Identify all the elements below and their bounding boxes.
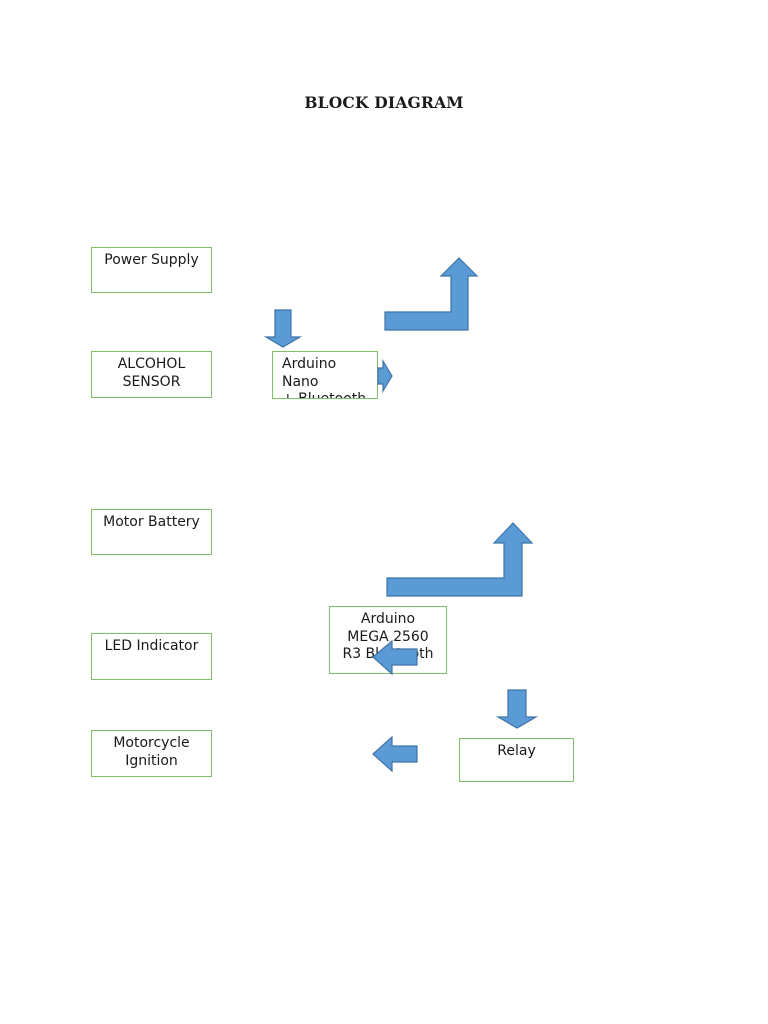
led-indicator-block: LED Indicator: [91, 633, 212, 680]
bent-up-arrow-top: [384, 257, 479, 331]
relay-block: Relay: [459, 738, 574, 782]
led-indicator-label: LED Indicator: [104, 638, 199, 654]
down-arrow-to-relay: [495, 689, 539, 729]
arduino-mega-label: Arduino MEGA 2560 R3 Bluetooth: [342, 611, 434, 662]
relay-label: Relay: [497, 743, 536, 759]
motorcycle-ignition-label: Motorcycle Ignition: [113, 735, 190, 769]
arduino-nano-block: Arduino Nano + Bluetooth: [272, 351, 378, 399]
arduino-mega-block: Arduino MEGA 2560 R3 Bluetooth: [329, 606, 447, 674]
motor-battery-block: Motor Battery: [91, 509, 212, 555]
motor-battery-label: Motor Battery: [103, 514, 200, 530]
right-arrow-nano-out: [377, 358, 393, 394]
bent-up-arrow-middle: [386, 522, 534, 597]
left-arrow-relay-to-ignition: [372, 735, 418, 773]
alcohol-sensor-label: ALCOHOL SENSOR: [117, 356, 186, 390]
arduino-nano-label: Arduino Nano + Bluetooth: [282, 356, 367, 399]
down-arrow-power-to-nano: [263, 309, 303, 348]
page-title: BLOCK DIAGRAM: [304, 93, 464, 112]
motorcycle-ignition-block: Motorcycle Ignition: [91, 730, 212, 777]
power-supply-block: Power Supply: [91, 247, 212, 293]
power-supply-label: Power Supply: [104, 252, 199, 268]
alcohol-sensor-block: ALCOHOL SENSOR: [91, 351, 212, 398]
